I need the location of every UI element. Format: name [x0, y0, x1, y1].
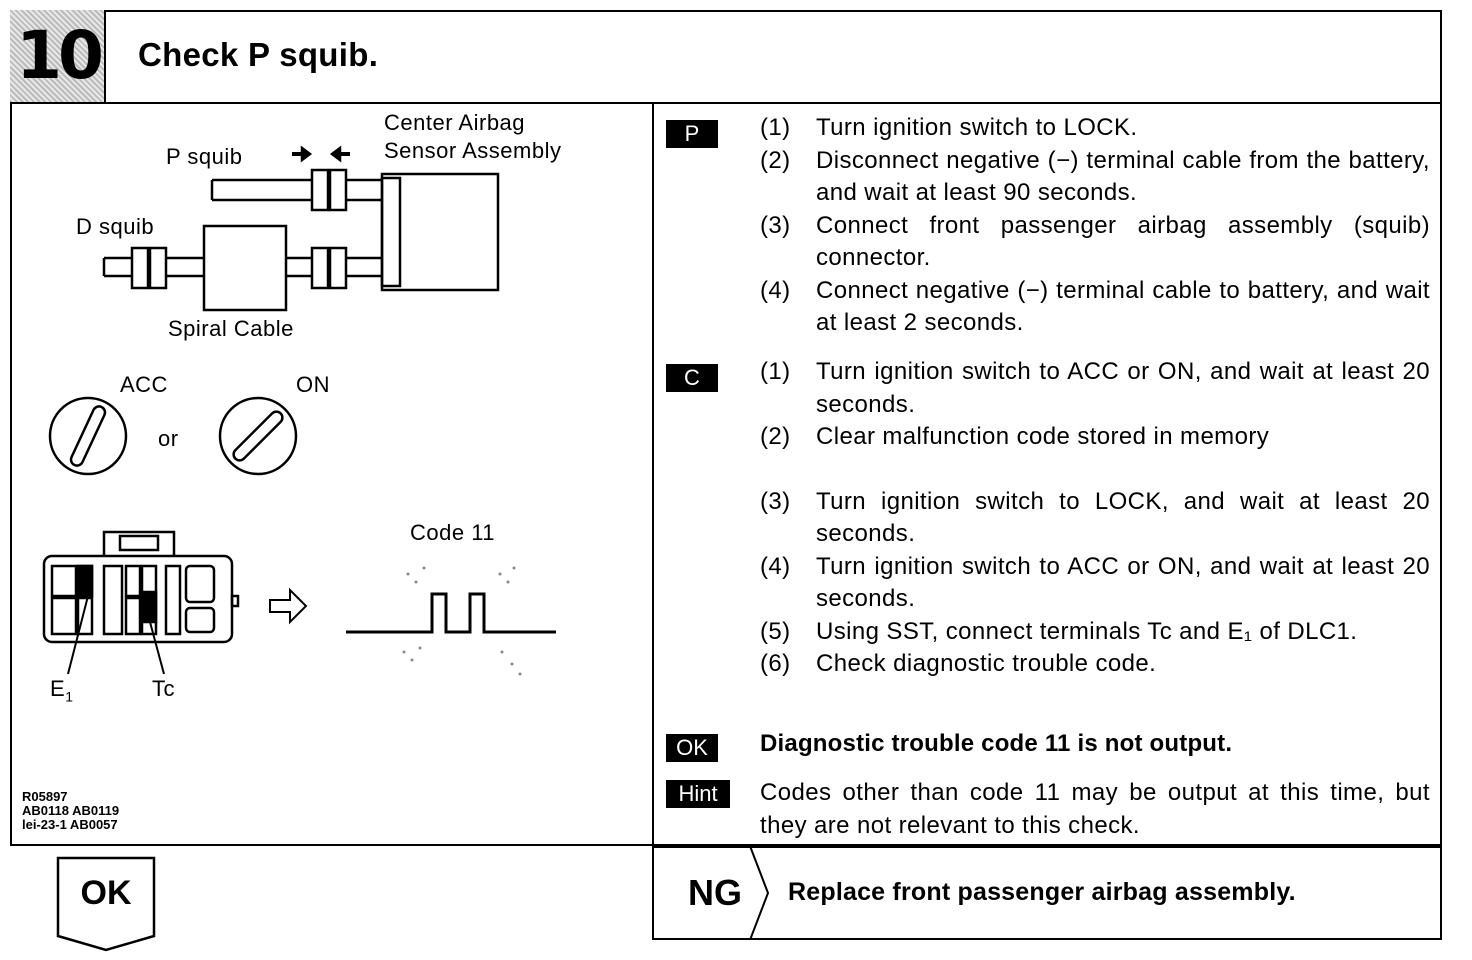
ng-result-text: Replace front passenger airbag assembly.: [788, 878, 1296, 906]
p-squib-label: P squib: [166, 144, 243, 169]
ref-code: AB0118 AB0119: [22, 803, 120, 818]
e1-label-sub: 1: [65, 688, 74, 705]
hint-text: Codes other than code 11 may be output a…: [760, 779, 1430, 839]
ref-code: R05897: [22, 789, 68, 804]
step-text: Turn ignition switch to LOCK.: [816, 114, 1138, 141]
p-step: (2) Disconnect negative (−) terminal cabl…: [760, 145, 1430, 210]
step-number: (4): [760, 552, 791, 580]
step-number: 10: [16, 17, 104, 94]
step-text: Clear malfunction code stored in memory: [816, 423, 1270, 450]
step-number: (4): [760, 276, 791, 304]
step-text: Using SST, connect terminals Tc and E₁ o…: [816, 617, 1358, 645]
hint-tag: Hint: [666, 780, 730, 808]
step-text: Turn ignition switch to LOCK, and wait a…: [816, 487, 1430, 548]
c-step: (3) Turn ignition switch to LOCK, and wai…: [760, 486, 1430, 551]
or-label: or: [158, 426, 179, 451]
step-number: (3): [760, 211, 791, 239]
spacer: [760, 454, 1430, 486]
e1-label-text: E: [50, 676, 66, 701]
p-step: (4) Connect negative (−) terminal cable t…: [760, 275, 1430, 340]
page-title: Check P squib.: [138, 36, 379, 73]
step-text: Turn ignition switch to ACC or ON, and w…: [816, 358, 1430, 418]
sensor-assembly-label: Sensor Assembly: [384, 138, 562, 163]
step-text: Turn ignition switch to ACC or ON, and w…: [816, 552, 1430, 613]
step-number-box: [10, 10, 106, 102]
wiring-diagram: Center Airbag Sensor Assembly P squib D …: [12, 104, 652, 844]
step-text: Check diagnostic trouble code.: [816, 650, 1157, 677]
ok-tag: OK: [666, 734, 718, 762]
c-steps: (1) Turn ignition switch to ACC or ON, an…: [760, 356, 1430, 681]
acc-label: ACC: [120, 372, 168, 397]
step-text: Connect front passenger airbag assembly …: [816, 211, 1430, 272]
step-number: (5): [760, 617, 791, 645]
spiral-cable-label: Spiral Cable: [168, 316, 294, 341]
ok-criterion: Diagnostic trouble code 11 is not output…: [760, 730, 1233, 757]
step-number: (3): [760, 487, 791, 515]
c-step: (2) Clear malfunction code stored in memo…: [760, 421, 1430, 454]
c-step: (4) Turn ignition switch to ACC or ON, an…: [760, 551, 1430, 616]
step-number: (2): [760, 423, 791, 450]
step-number: (6): [760, 650, 791, 677]
step-number: (1): [760, 358, 791, 385]
header-divider: [10, 102, 1442, 104]
ref-code: lei-23-1 AB0057: [22, 817, 118, 832]
ng-result-label: NG: [688, 872, 742, 913]
p-step: (3) Connect front passenger airbag assemb…: [760, 210, 1430, 275]
step-text: Disconnect negative (−) terminal cable f…: [816, 146, 1430, 207]
diagram-drawing: [42, 145, 556, 676]
step-number: (2): [760, 146, 791, 174]
d-squib-label: D squib: [76, 214, 155, 239]
ok-result-label: OK: [80, 874, 132, 912]
step-number: (1): [760, 114, 791, 141]
on-label: ON: [296, 372, 330, 397]
code-label: Code 11: [410, 520, 496, 545]
c-tag: C: [666, 364, 718, 392]
step-text: Connect negative (−) terminal cable to b…: [816, 276, 1430, 337]
c-step: (5) Using SST, connect terminals Tc and E…: [760, 616, 1430, 649]
p-steps: (1) Turn ignition switch to LOCK. (2) Disc…: [760, 112, 1430, 340]
p-step: (1) Turn ignition switch to LOCK.: [760, 112, 1430, 145]
column-divider: [652, 104, 654, 846]
page-frame: [10, 10, 1442, 846]
ng-chevron: [749, 846, 770, 940]
e1-label: E1: [50, 676, 73, 704]
c-step: (6) Check diagnostic trouble code.: [760, 648, 1430, 681]
p-tag: P: [666, 120, 718, 148]
ok-arrow-shape: [56, 856, 156, 952]
ng-result-box: [652, 846, 1442, 940]
center-airbag-label: Center Airbag: [384, 110, 526, 135]
c-step: (1) Turn ignition switch to ACC or ON, an…: [760, 356, 1430, 421]
tc-label: Tc: [152, 676, 175, 701]
